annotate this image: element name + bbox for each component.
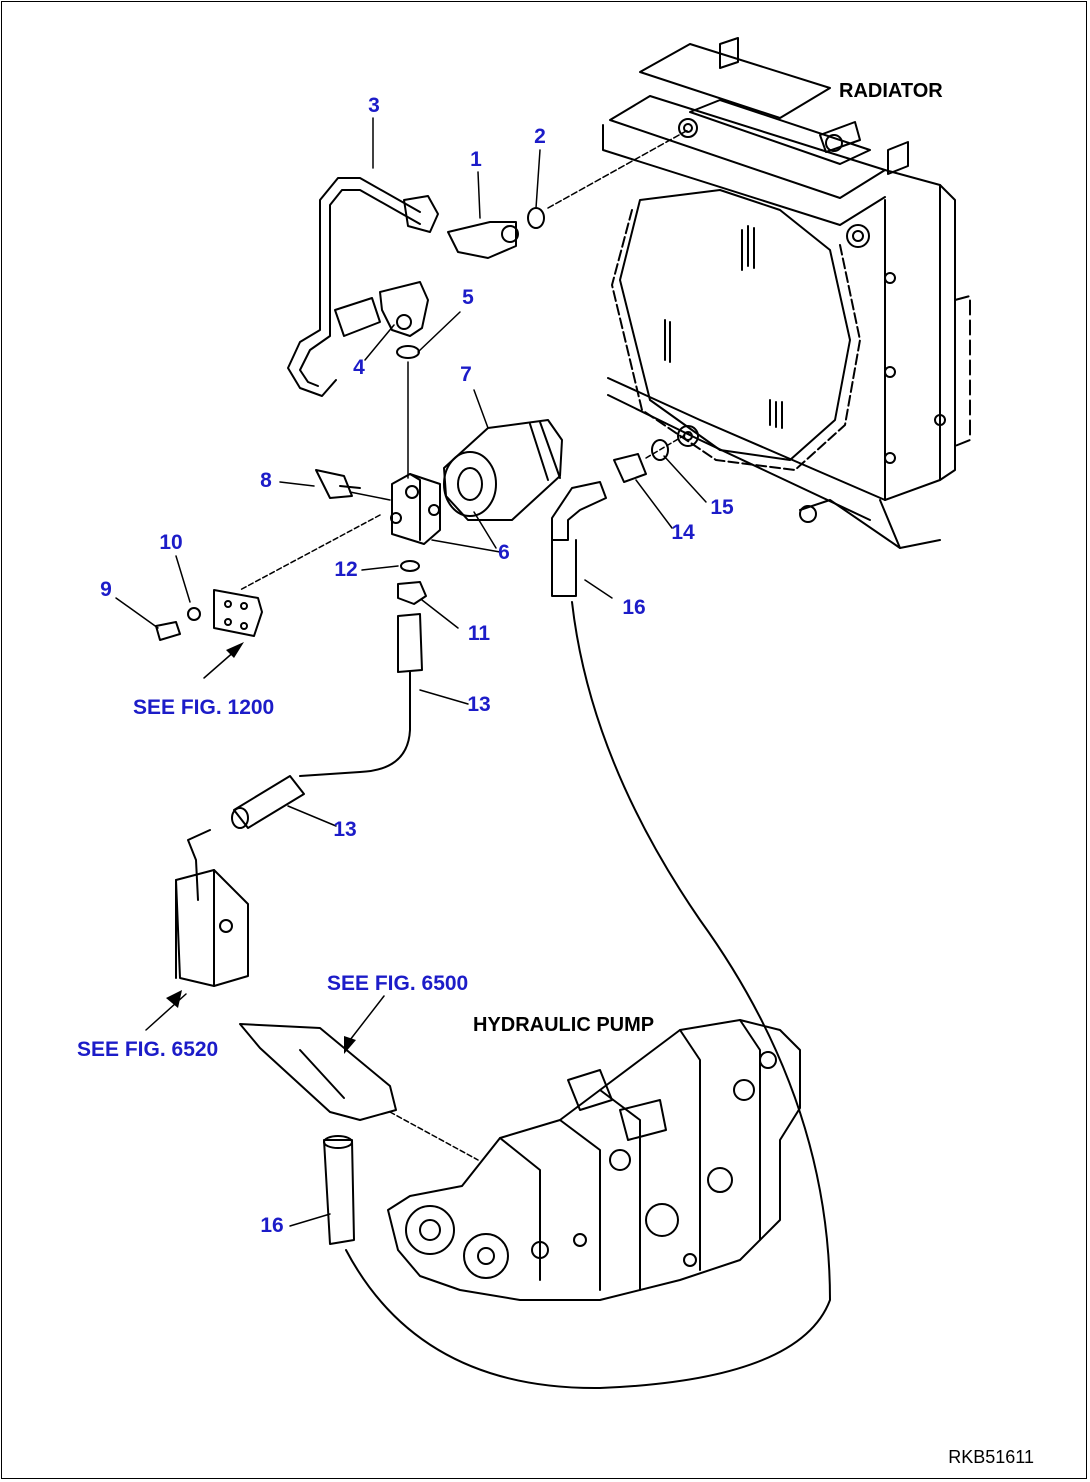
see-fig-1200-link[interactable]: SEE FIG. 1200 (133, 696, 275, 719)
radiator-drawing (602, 37, 971, 549)
arrow-heads (166, 642, 356, 1054)
see-fig-6520-link[interactable]: SEE FIG. 6520 (77, 1038, 219, 1061)
hose-13-upper (299, 613, 423, 777)
callout-8[interactable]: 8 (260, 469, 272, 492)
callout-1[interactable]: 1 (470, 148, 482, 171)
hydraulic-pump-label: HYDRAULIC PUMP (473, 1014, 655, 1036)
washer-10 (187, 607, 201, 621)
bracket-plate (213, 589, 263, 637)
callout-11[interactable]: 11 (467, 622, 491, 645)
valve-block (175, 869, 249, 987)
callout-15[interactable]: 15 (710, 496, 734, 519)
hose-3 (287, 177, 421, 397)
callout-14[interactable]: 14 (671, 521, 695, 544)
callout-5[interactable]: 5 (462, 286, 474, 309)
callout-13-upper[interactable]: 13 (467, 693, 491, 716)
hose-13-lower (187, 775, 305, 901)
leader-lines (115, 117, 707, 1227)
drawing-id: RKB51611 (948, 1447, 1034, 1467)
callout-4[interactable]: 4 (353, 356, 365, 379)
callout-12[interactable]: 12 (334, 558, 358, 581)
callout-7[interactable]: 7 (460, 363, 472, 386)
callout-10[interactable]: 10 (159, 531, 183, 554)
fitting-14 (613, 453, 647, 483)
o-ring-12 (400, 560, 420, 572)
filter-7 (443, 419, 563, 521)
pump-adapter (239, 1023, 397, 1121)
see-fig-6500-link[interactable]: SEE FIG. 6500 (327, 972, 469, 995)
callout-6[interactable]: 6 (498, 541, 510, 564)
bolt-9 (155, 621, 181, 641)
filter-head-6 (390, 473, 441, 545)
o-ring-2 (527, 207, 545, 229)
o-ring-5 (396, 345, 420, 359)
hydraulic-pump-drawing (387, 1019, 801, 1301)
callout-13-lower[interactable]: 13 (333, 818, 357, 841)
hose-16 (323, 481, 831, 1390)
radiator-label: RADIATOR (839, 80, 943, 102)
callout-16-upper[interactable]: 16 (622, 596, 646, 619)
fitting-1 (403, 195, 519, 259)
sensor-8 (315, 469, 361, 499)
o-ring-15 (651, 439, 669, 461)
callout-2[interactable]: 2 (534, 125, 546, 148)
elbow-4 (379, 281, 429, 337)
callout-9[interactable]: 9 (100, 578, 112, 601)
adapter-11 (397, 581, 427, 605)
callout-16-lower[interactable]: 16 (260, 1214, 284, 1237)
callout-3[interactable]: 3 (368, 94, 380, 117)
